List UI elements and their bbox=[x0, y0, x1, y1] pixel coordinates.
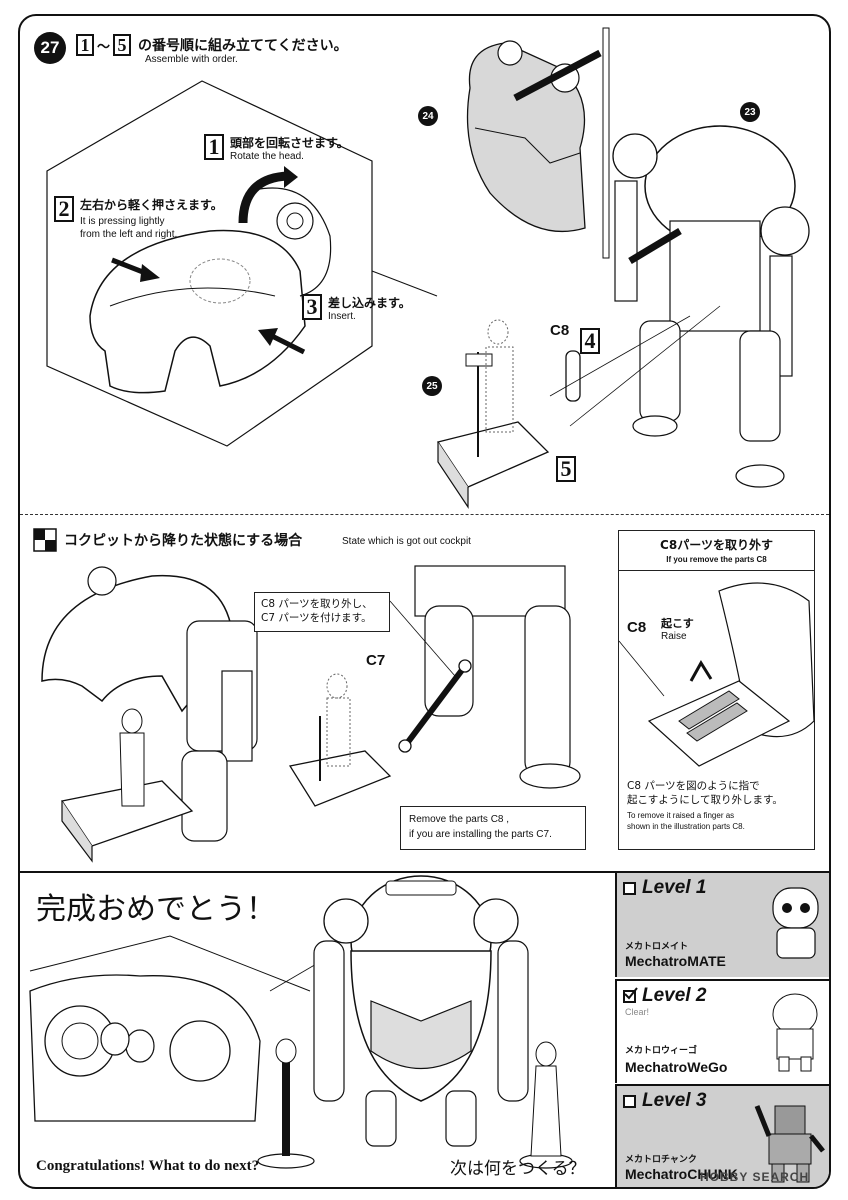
range-start-box: 1 bbox=[76, 34, 94, 56]
callout-4-number: 4 bbox=[580, 328, 600, 354]
level-1-name-jp: メカトロメイト bbox=[625, 942, 689, 952]
level-2-clear-stamp: Clear! bbox=[625, 1007, 650, 1017]
level-2-card: Level 2 Clear! メカトロウィーゴ MechatroWeGo bbox=[615, 979, 829, 1083]
callout-1-number: 1 bbox=[204, 134, 224, 160]
mechatrowego-icon bbox=[772, 993, 818, 1072]
level-2-checkbox bbox=[623, 986, 638, 1003]
remove-c8-title-jp: C8パーツを取り外す bbox=[660, 538, 773, 552]
remove-c8-panel: C8パーツを取り外す If you remove the parts C8 C8… bbox=[618, 530, 815, 850]
callout-2: 2 左右から軽く押さえます。 It is pressing lightly fr… bbox=[54, 196, 223, 241]
remove-c8-note-jp: C8 パーツを図のように指で 起こすようにして取り外します。 bbox=[627, 780, 783, 806]
part-c8-illustration bbox=[565, 350, 581, 402]
callout-4: 4 bbox=[580, 328, 600, 354]
congrats-title-jp: 完成おめでとう！ bbox=[36, 892, 276, 927]
callout-2-en: It is pressing lightly from the left and… bbox=[80, 216, 178, 240]
remove-c8-detail-illustration bbox=[618, 582, 815, 767]
section-divider bbox=[20, 514, 829, 515]
level-3-name-jp: メカトロチャンク bbox=[625, 1155, 697, 1165]
level-1-name-en: MechatroMATE bbox=[625, 953, 726, 969]
note-remove-c8-box: C8 パーツを取り外し、 C7 パーツを付けます。 bbox=[254, 592, 390, 632]
part-c8-label: C8 bbox=[550, 322, 570, 339]
callout-3-jp: 差し込みます。 bbox=[328, 296, 411, 310]
part-23-badge: 23 bbox=[740, 102, 760, 122]
raise-label-en: Raise bbox=[661, 631, 687, 642]
part-24-badge: 24 bbox=[418, 106, 438, 126]
mechatrochunk-icon bbox=[754, 1105, 825, 1183]
bottom-section-divider bbox=[20, 871, 829, 873]
note-remove-c8-jp: C8 パーツを取り外し、 C7 パーツを付けます。 bbox=[261, 598, 373, 624]
step-number-badge: 27 bbox=[34, 32, 66, 64]
callout-1: 1 頭部を回転させます。 Rotate the head. bbox=[204, 134, 349, 162]
level-1-checkbox bbox=[623, 881, 636, 895]
range-end-box: 5 bbox=[113, 34, 132, 56]
range-separator: ～ bbox=[97, 39, 111, 55]
instruction-page: 27 1 ～ 5 の番号順に組み立ててください。 Assemble with o… bbox=[18, 14, 831, 1189]
level-3-checkbox bbox=[623, 1094, 636, 1108]
completed-robot-illustration bbox=[257, 875, 573, 1169]
section-marker-icon bbox=[33, 528, 57, 552]
part-25-badge: 25 bbox=[422, 376, 442, 396]
note-install-c7-en: Remove the parts C8 , if you are install… bbox=[409, 814, 552, 840]
detail-hexagon-frame bbox=[46, 80, 438, 447]
section2-title-jp: コクピットから降りた状態にする場合 bbox=[64, 533, 303, 549]
remove-c8-title-en: If you remove the parts C8 bbox=[666, 555, 767, 564]
callout-1-jp: 頭部を回転させます。 bbox=[230, 136, 349, 150]
remove-c8-instructions: C8 パーツを図のように指で 起こすようにして取り外します。 To remove… bbox=[627, 779, 812, 832]
callout-2-number: 2 bbox=[54, 196, 74, 222]
part-24-helmet-illustration bbox=[466, 27, 610, 259]
level-1-label: Level 1 bbox=[642, 877, 707, 898]
level-2-name-jp: メカトロウィーゴ bbox=[625, 1046, 698, 1056]
cockpit-inside-illustration bbox=[29, 935, 331, 1122]
step-title-jp: の番号順に組み立ててください。 bbox=[138, 38, 348, 54]
raise-label-jp: 起こす bbox=[661, 617, 694, 630]
assembly-guide-lines bbox=[549, 305, 721, 427]
callout-2-jp: 左右から軽く押さえます。 bbox=[80, 198, 223, 212]
part-25-stand-illustration bbox=[436, 319, 550, 509]
watermark-logo: HOBBY SEARCH bbox=[700, 1170, 810, 1184]
note-install-c7-box: Remove the parts C8 , if you are install… bbox=[400, 806, 586, 850]
remove-c8-note-en: To remove it raised a finger as shown in… bbox=[627, 811, 745, 831]
level-3-label: Level 3 bbox=[642, 1090, 707, 1111]
callout-5: 5 bbox=[556, 456, 576, 482]
level-1-card: Level 1 メカトロメイト MechatroMATE bbox=[615, 873, 829, 977]
section2-title-en: State which is got out cockpit bbox=[342, 536, 471, 547]
part-c7-label: C7 bbox=[366, 652, 386, 669]
next-question-jp: 次は何をつくる？ bbox=[450, 1159, 586, 1179]
part-23-robot-illustration bbox=[612, 125, 810, 488]
mechatromate-icon bbox=[772, 887, 819, 959]
step-title: 1 ～ 5 の番号順に組み立ててください。 bbox=[76, 34, 348, 56]
callout-3: 3 差し込みます。 Insert. bbox=[302, 294, 411, 322]
press-arrow-right-icon bbox=[258, 328, 306, 355]
legs-with-c7-illustration bbox=[288, 565, 581, 807]
congrats-title-en: Congratulations! What to do next? bbox=[36, 1158, 260, 1174]
callout-1-en: Rotate the head. bbox=[230, 151, 304, 162]
level-2-label: Level 2 bbox=[642, 985, 707, 1006]
rotate-arrow-icon bbox=[238, 166, 298, 224]
level-3-name-en: MechatroCHUNK bbox=[625, 1166, 738, 1182]
level-2-name-en: MechatroWeGo bbox=[625, 1059, 728, 1075]
callout-5-number: 5 bbox=[556, 456, 576, 482]
press-arrow-left-icon bbox=[111, 257, 160, 282]
remove-c8-part-label: C8 bbox=[627, 619, 647, 636]
callout-3-number: 3 bbox=[302, 294, 322, 320]
level-3-card: Level 3 メカトロチャンク MechatroCHUNK bbox=[615, 1084, 829, 1187]
callout-3-en: Insert. bbox=[328, 311, 356, 322]
step-title-en: Assemble with order. bbox=[145, 54, 238, 65]
robot-open-cockpit-illustration bbox=[41, 566, 258, 863]
